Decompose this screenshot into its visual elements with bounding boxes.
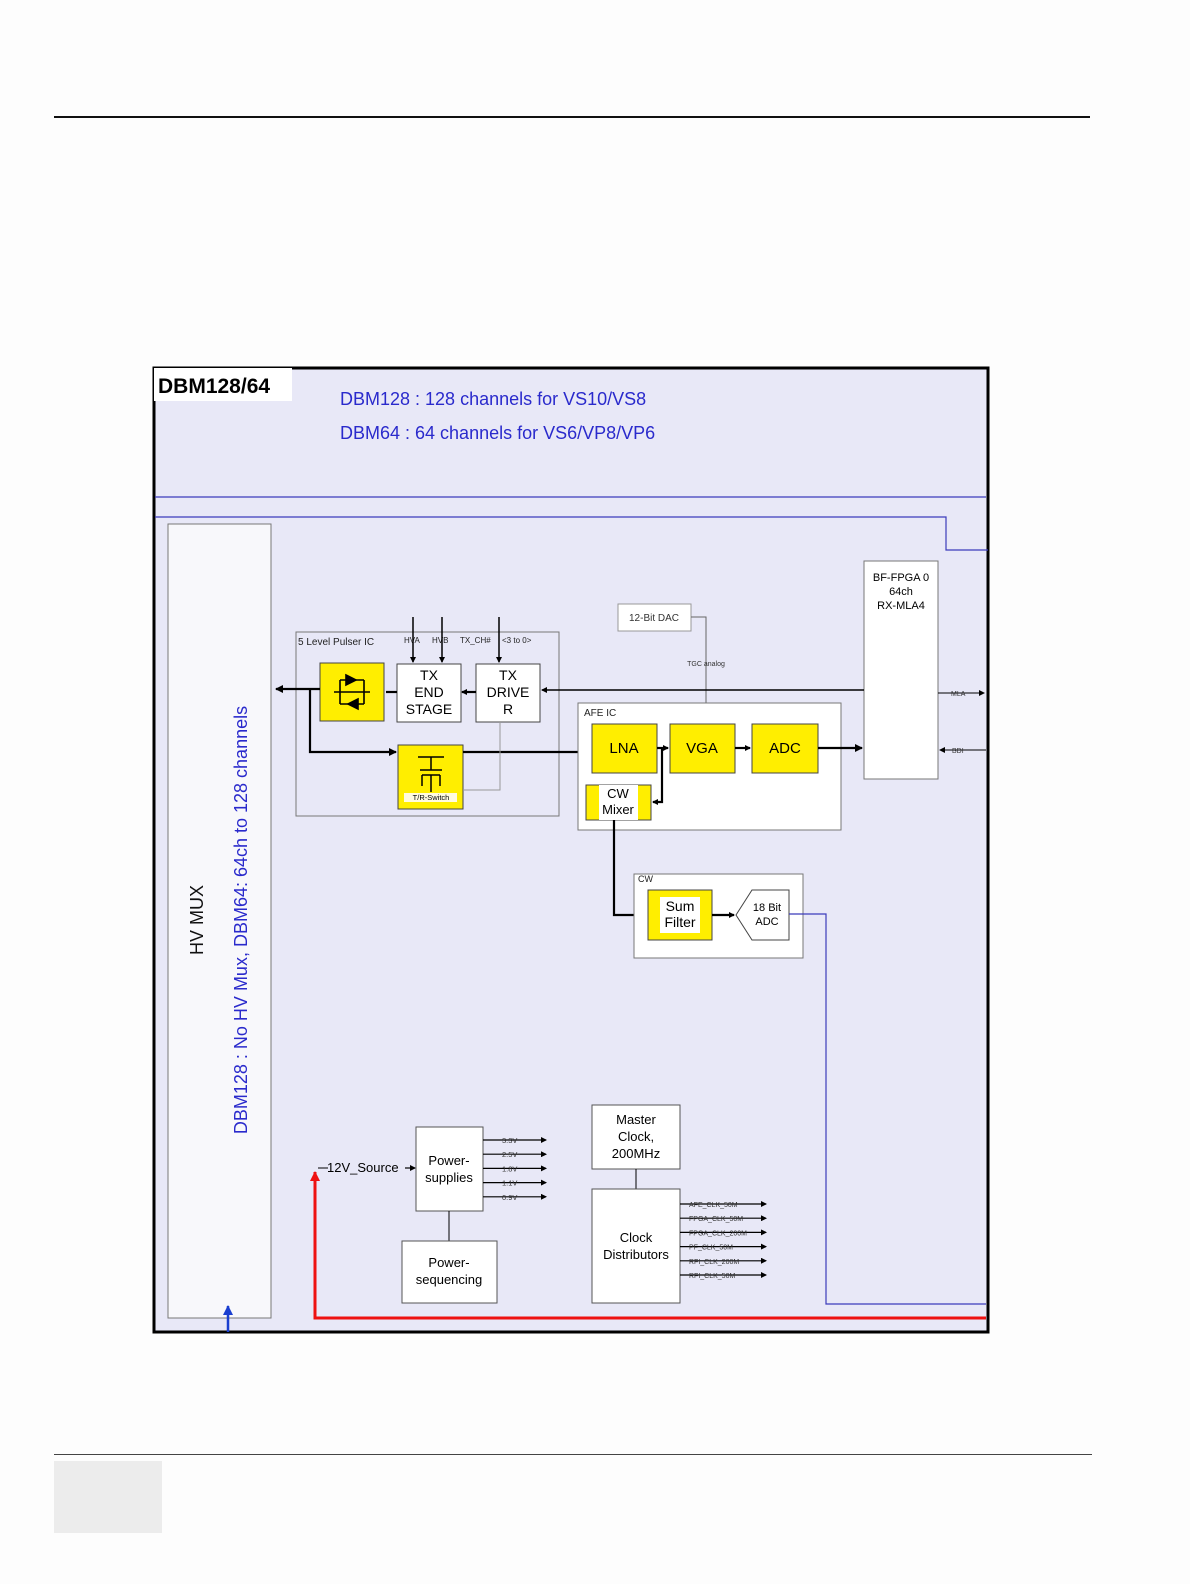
diode-bridge-icon [334, 673, 370, 711]
power-supplies-line-2: supplies [425, 1170, 473, 1185]
afe-ic-title: AFE IC [584, 708, 616, 719]
pulser-input-txch: TX_CH# [460, 636, 491, 645]
tgc-analog-label: TGC analog [687, 661, 725, 668]
sum-filter-line-2: Filter [664, 914, 695, 930]
master-clock-line-2: Clock, [618, 1129, 654, 1144]
power-sequencing-line-1: Power- [428, 1255, 469, 1270]
bf-fpga-line-2: 64ch [889, 586, 913, 598]
adc-label: ADC [769, 740, 801, 757]
source-label: 12V_Source [327, 1160, 399, 1175]
header-line-2: DBM64 : 64 channels for VS6/VP8/VP6 [340, 423, 655, 443]
rail-label: 1.1V [502, 1179, 517, 1188]
power-source-line [310, 1171, 986, 1320]
tr-switch-label-bg [404, 793, 457, 802]
board-frame [152, 366, 990, 1334]
board-title: DBM128/64 [158, 375, 270, 398]
transistor-icon [418, 756, 444, 792]
tx-driver-line-3: R [503, 701, 513, 717]
header-line-1: DBM128 : 128 channels for VS10/VS8 [340, 389, 646, 409]
tx-driver-block [475, 663, 541, 723]
power-supplies-line-1: Power- [428, 1153, 469, 1168]
footer-rule [54, 1454, 1092, 1455]
vga-label: VGA [686, 740, 718, 757]
clock-output-label: FPGA_CLK_200M [689, 1230, 747, 1237]
tx-end-stage-line-3: STAGE [406, 701, 452, 717]
tx-end-stage-block [396, 663, 462, 723]
cw-mixer-line-2: Mixer [602, 802, 634, 817]
power-supplies-block [415, 1126, 484, 1212]
clock-output-label: FPGA_CLK_50M [689, 1216, 743, 1223]
hv-mux-block [167, 523, 272, 1319]
vga-block [669, 723, 736, 774]
lna-block [591, 723, 658, 774]
rail-label: 2.5V [502, 1150, 517, 1159]
clock-output-label: AFE_CLK_50M [689, 1202, 738, 1209]
master-clock-line-3: 200MHz [612, 1146, 660, 1161]
dac-block [617, 603, 692, 632]
tx-driver-line-1: TX [499, 667, 518, 683]
clock-output-label: PF_CLK_50M [689, 1245, 733, 1252]
clock-outputs: AFE_CLK_50M FPGA_CLK_50M FPGA_CLK_200M PF_C… [680, 1201, 767, 1280]
dac-to-vga [691, 616, 709, 722]
clock-distributors-block [591, 1188, 681, 1304]
adc18-block [735, 889, 790, 941]
adc18-line-1: 18 Bit [753, 902, 781, 914]
adc18-line-2: ADC [755, 916, 778, 928]
power-rails: 3.3V 2.5V 1.8V 1.1V 0.9V [483, 1136, 547, 1202]
lna-to-cw-mixer [652, 748, 664, 805]
dac-label: 12-Bit DAC [629, 613, 679, 624]
rail-label: 1.8V [502, 1164, 517, 1173]
bf-fpga-block [863, 560, 939, 780]
pulser-input-hvb: HVB [432, 636, 448, 645]
title-backdrop [154, 368, 292, 401]
tx-end-stage-line-1: TX [420, 667, 439, 683]
pulser-input-range: <3 to 0> [502, 636, 532, 645]
clock-output-label: RFI_CLK_200M [689, 1259, 739, 1266]
cw-title: CW [638, 874, 653, 884]
driver-to-tr-control [464, 722, 501, 791]
pulser-ic-block [295, 631, 560, 817]
rx-to-tr-switch [308, 689, 397, 756]
sum-filter-line-1: Sum [666, 898, 695, 914]
pulser-ic-title: 5 Level Pulser IC [298, 637, 374, 648]
cw-mixer-label-bg [599, 785, 638, 820]
mla-label: MLA [951, 691, 966, 698]
sum-filter-label-bg [660, 897, 700, 933]
clock-distributors-line-2: Distributors [603, 1247, 669, 1262]
tr-switch-label: T/R-Switch [413, 793, 450, 802]
master-clock-block [591, 1104, 681, 1170]
footer-page-tab [54, 1461, 162, 1533]
tx-end-stage-line-2: END [414, 684, 444, 700]
clock-output-label: RFI_CLK_50M [689, 1273, 735, 1280]
cw-mixer-to-sum-filter [612, 820, 643, 919]
header-rule [54, 116, 1090, 118]
lna-label: LNA [609, 740, 638, 757]
cw-output-line [789, 913, 986, 1305]
tx-driver-line-2: DRIVE [487, 684, 530, 700]
rail-label: 3.3V [502, 1136, 517, 1145]
clock-distributors-line-1: Clock [620, 1230, 653, 1245]
adc-block [751, 723, 819, 774]
partition-line-step [155, 516, 988, 551]
power-sequencing-block [401, 1240, 498, 1304]
bf-fpga-line-3: RX-MLA4 [877, 600, 925, 612]
cw-mixer-line-1: CW [607, 786, 629, 801]
bf-fpga-line-1: BF-FPGA 0 [873, 572, 929, 584]
master-clock-line-1: Master [616, 1112, 656, 1127]
rail-label: 0.9V [502, 1193, 517, 1202]
bdi-label: BDI [952, 748, 964, 755]
power-sequencing-line-2: sequencing [416, 1272, 483, 1287]
hv-mux-note: DBM128 : No HV Mux, DBM64: 64ch to 128 c… [231, 706, 251, 1134]
hv-mux-label: HV MUX [187, 885, 207, 955]
